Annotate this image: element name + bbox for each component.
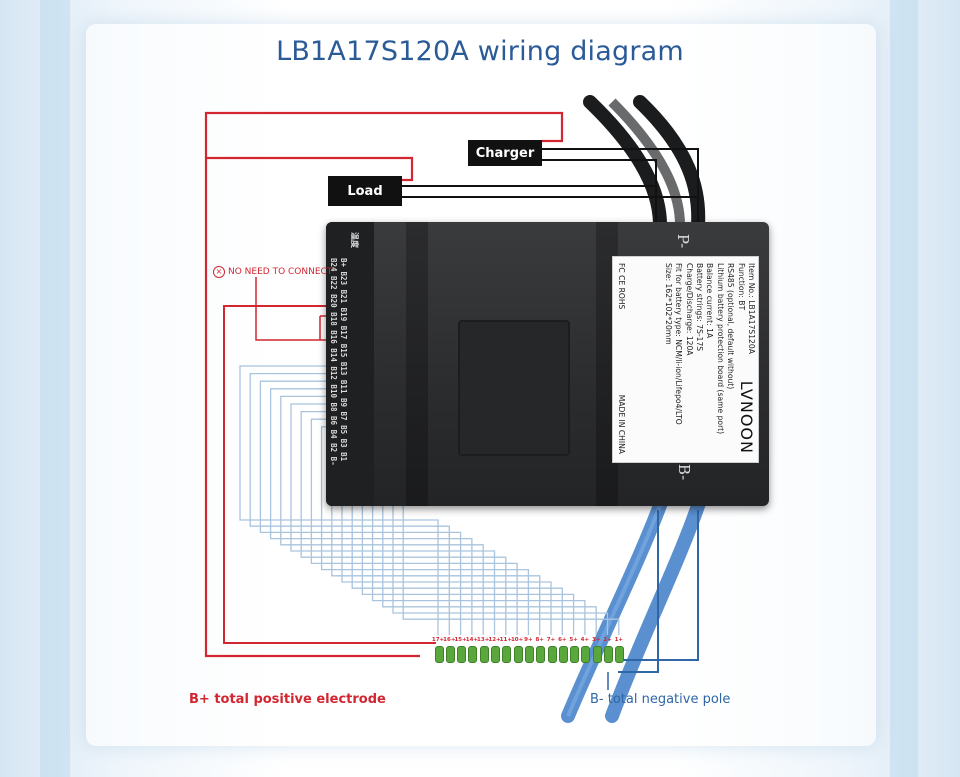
background-stripe bbox=[890, 0, 918, 777]
load-box: Load bbox=[328, 176, 402, 206]
background-stripe bbox=[40, 0, 70, 777]
battery-cell bbox=[434, 646, 444, 663]
battery-cell bbox=[479, 646, 489, 663]
cell-label: 8+ bbox=[535, 637, 544, 643]
sense-wire bbox=[320, 426, 530, 635]
cert-text: FC CE ROHS bbox=[617, 263, 626, 310]
temp-mark: 温度 bbox=[350, 232, 359, 248]
battery-cell bbox=[468, 646, 478, 663]
sense-wire bbox=[259, 380, 462, 635]
sense-wire bbox=[310, 418, 518, 635]
cell-label: 3+ bbox=[591, 637, 601, 643]
module-connector-side bbox=[326, 222, 374, 506]
pin-row-top: B+ B23 B21 B19 B17 B15 B13 B11 B9 B7 B5 … bbox=[339, 258, 348, 462]
spec-line: Item No.: LB1A17S120A bbox=[747, 263, 756, 354]
cell-label: 11+ bbox=[499, 637, 512, 643]
spec-line: Lithium battery protection board (same p… bbox=[715, 263, 725, 435]
battery-cell bbox=[547, 646, 557, 663]
no-connect-bracket bbox=[255, 277, 330, 341]
b-minus-wire bbox=[618, 510, 699, 673]
cell-label: 17+ bbox=[431, 637, 445, 643]
spec-line: Size: 162*102*20mm bbox=[663, 263, 673, 345]
battery-cell bbox=[604, 646, 613, 663]
charger-box: Charger bbox=[468, 140, 542, 166]
battery-cell bbox=[513, 646, 523, 663]
battery-cell bbox=[536, 646, 546, 663]
cell-label: 1+ bbox=[614, 637, 624, 643]
sense-wire bbox=[269, 388, 473, 635]
cell-label: 7+ bbox=[546, 637, 556, 643]
battery-cell bbox=[524, 646, 534, 663]
battery-cell bbox=[581, 646, 591, 663]
no-connect-note: × NO NEED TO CONNECT bbox=[213, 266, 332, 278]
spec-line: Battery strings: 7S-17S bbox=[694, 263, 704, 352]
sense-wire bbox=[280, 395, 484, 635]
spec-line: Fit for battery type: NCM/li-ion/Lifepo4… bbox=[674, 263, 684, 425]
spec-line: Charge/Discharge: 120A bbox=[684, 263, 694, 356]
cell-label: 10+ bbox=[510, 637, 524, 643]
cell-label: 6+ bbox=[558, 637, 567, 643]
b-plus-wire bbox=[204, 111, 564, 658]
b-plus-sense-wire bbox=[223, 305, 436, 644]
battery-cell bbox=[592, 646, 602, 663]
charger-cable bbox=[583, 95, 667, 232]
battery-cell bbox=[615, 646, 625, 663]
cell-label: 9+ bbox=[524, 637, 533, 643]
spec-line: Balance current: 1A bbox=[705, 263, 715, 339]
cell-label: 14+ bbox=[465, 637, 479, 643]
sense-wire bbox=[239, 365, 439, 635]
spec-line: Function: BT bbox=[736, 263, 746, 311]
cell-label: 4+ bbox=[580, 637, 590, 643]
p-minus-label: P- bbox=[674, 233, 693, 249]
module-recess bbox=[458, 320, 570, 456]
charger-wire-1 bbox=[542, 148, 699, 238]
battery-cell bbox=[445, 646, 455, 663]
cell-label: 15+ bbox=[454, 637, 467, 643]
cell-label: 13+ bbox=[477, 637, 490, 643]
battery-cell bbox=[570, 646, 580, 663]
sense-wire bbox=[290, 403, 496, 635]
load-plus-wire bbox=[206, 156, 414, 182]
battery-cell bbox=[491, 646, 500, 663]
made-in-text: MADE IN CHINA bbox=[617, 394, 626, 454]
page-title: LB1A17S120A wiring diagram bbox=[276, 36, 684, 67]
b-plus-label: B+ total positive electrode bbox=[189, 692, 386, 707]
b-minus-label: B- total negative pole bbox=[590, 692, 731, 707]
b-minus-pole-label: B- bbox=[675, 463, 694, 481]
spec-line: RS485 (optional, default without) bbox=[726, 263, 736, 390]
pin-row-bottom: B24 B22 B20 B18 B16 B14 B12 B10 B8 B6 B4… bbox=[329, 258, 338, 466]
battery-cell bbox=[502, 646, 512, 663]
no-connect-text: NO NEED TO CONNECT bbox=[228, 267, 333, 277]
sense-wire bbox=[249, 372, 450, 635]
battery-cell bbox=[457, 646, 467, 663]
charger-wire-2 bbox=[542, 159, 657, 238]
battery-cell bbox=[558, 646, 568, 663]
cell-label: 5+ bbox=[569, 637, 578, 643]
cell-label: 2+ bbox=[603, 637, 612, 643]
cable-shadow bbox=[608, 98, 685, 226]
sense-wire bbox=[300, 410, 507, 635]
module-rib bbox=[406, 222, 428, 506]
cable-highlight bbox=[566, 499, 664, 717]
cell-label: 12+ bbox=[488, 637, 501, 643]
close-circle-icon: × bbox=[213, 266, 225, 278]
cell-label: 16+ bbox=[443, 637, 456, 643]
